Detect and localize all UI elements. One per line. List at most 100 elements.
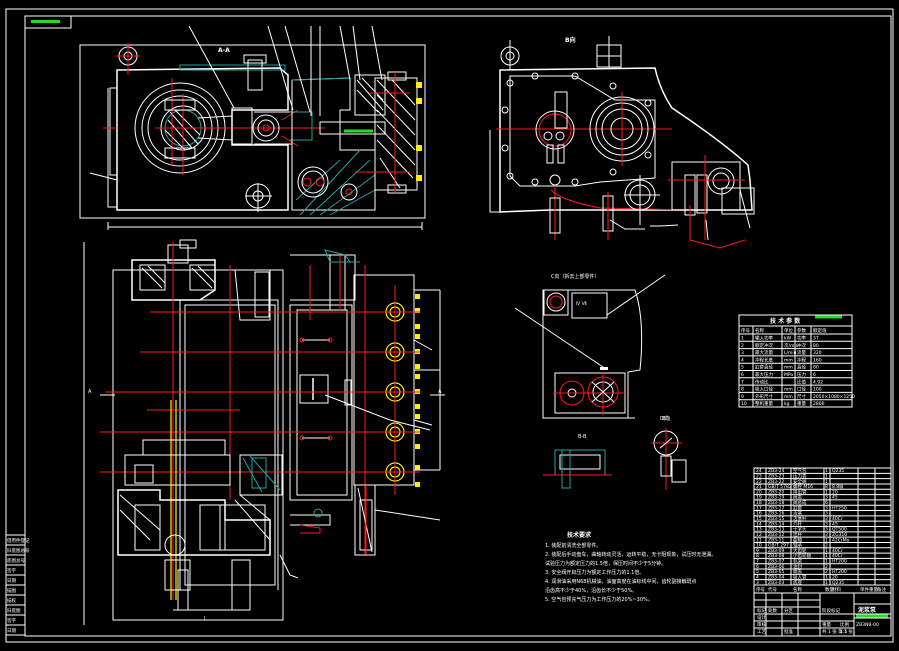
parts-list-cell: ZB3-14 bbox=[768, 521, 785, 527]
tech-requirements: 技术要求 1. 装配前清洗全部零件。2. 装配后手动盘车，曲轴转动灵活，运转平稳… bbox=[545, 531, 716, 603]
parts-list-cell: 油封 bbox=[793, 563, 802, 570]
tech-params-cell: 100 bbox=[813, 387, 822, 393]
parts-list-cell: 20 bbox=[832, 489, 838, 495]
tech-params-header: 名称 bbox=[755, 327, 764, 334]
parts-list-cell: 3 bbox=[825, 532, 828, 538]
parts-list-cell: 6 bbox=[756, 564, 759, 570]
tech-requirement-item: 沿齿高不少于40%，沿齿长不少于50%。 bbox=[545, 587, 637, 594]
title-block-label-design: 设计 bbox=[757, 614, 766, 621]
nameplate-label: Ⅳ Ⅶ bbox=[576, 301, 587, 307]
parts-list-cell: 小齿轮轴 bbox=[793, 552, 811, 559]
tech-params-cell: 传动比 bbox=[755, 378, 769, 385]
parts-list-cell: QT500 bbox=[832, 527, 847, 533]
tech-params-cell: 外形尺寸 bbox=[755, 393, 773, 400]
parts-list-cell: 1 bbox=[825, 553, 828, 559]
parts-list-cell: HT200 bbox=[832, 569, 847, 575]
left-strip-label: 签字 bbox=[7, 567, 16, 574]
parts-list-cell: 12 bbox=[756, 532, 762, 538]
parts-list-cell: 9 bbox=[756, 548, 759, 554]
parts-list-cell: 4 bbox=[756, 574, 759, 580]
parts-list-cell: ZB3-12 bbox=[768, 532, 785, 538]
title-block-scale-value: 1:5 bbox=[840, 629, 847, 635]
tech-params-cell: 80 bbox=[813, 365, 819, 371]
tech-params-cell: 尺寸 bbox=[797, 393, 806, 400]
tech-params-cell: 3 bbox=[741, 350, 744, 356]
parts-list-cell: 8 bbox=[825, 484, 828, 490]
parts-list-cell: 21 bbox=[756, 484, 762, 490]
parts-list-cell: 20 bbox=[832, 574, 838, 580]
view-top-left-section: A-A bbox=[79, 25, 426, 230]
tech-params-header: 单位 bbox=[784, 327, 793, 334]
parts-list-cell: ZB3-06 bbox=[768, 564, 785, 570]
view-label-bb: B-B bbox=[578, 434, 587, 440]
parts-list-cell: Q235 bbox=[832, 468, 844, 474]
parts-list-cell: GB/T 297 bbox=[768, 543, 789, 549]
parts-list-cell: 阀盖 bbox=[793, 494, 802, 501]
left-strip-label: 旧底图 bbox=[7, 607, 21, 614]
tech-params-cell: 5 bbox=[741, 365, 744, 371]
parts-list-cell: ZB3-15 bbox=[768, 516, 785, 522]
parts-list-cell: 活塞 bbox=[793, 510, 802, 517]
parts-list-cell: 2 bbox=[825, 569, 828, 575]
parts-list-cell: 1 bbox=[825, 537, 828, 543]
tech-params-cell: 2050×1080×1250 bbox=[813, 394, 855, 400]
tech-params-cell: 9 bbox=[741, 394, 744, 400]
parts-list-cell: 缸套 bbox=[793, 504, 802, 511]
left-strip-label: 签字 bbox=[7, 617, 16, 624]
parts-list-cell: 吸入管 bbox=[793, 573, 807, 580]
tech-params-cell: 输入功率 bbox=[755, 335, 773, 342]
parts-list-cell: 轴承 bbox=[793, 542, 802, 549]
parts-list-cell: ZB3-04 bbox=[768, 574, 785, 580]
tech-params-cell: kW bbox=[784, 336, 792, 342]
parts-list-cell: HT250 bbox=[832, 505, 847, 511]
parts-list-footer-label: 数量 bbox=[825, 586, 834, 593]
tech-params-cell: 额定冲次 bbox=[755, 342, 773, 349]
view-label-aa: A-A bbox=[218, 47, 230, 54]
parts-list-cell: HT200 bbox=[832, 559, 847, 565]
tech-params-cell: 整机重量 bbox=[755, 400, 773, 407]
left-strip-label: 底图总号 bbox=[7, 557, 25, 564]
tech-requirement-item: 4. 润滑油采用N68机械油，油面高度在油标线中间，齿轮副接触斑点 bbox=[545, 578, 696, 585]
parts-list-cell: 1 bbox=[825, 559, 828, 565]
parts-list-cell: 3 bbox=[825, 511, 828, 517]
parts-list-cell: ZB3-23 bbox=[768, 473, 785, 479]
left-strip-label: 旧底图总号 bbox=[7, 547, 30, 554]
tech-params-cell: 吸入口径 bbox=[755, 386, 773, 393]
parts-list-cell: 端盖 bbox=[793, 568, 802, 575]
tech-params-cell: 2800 bbox=[813, 401, 825, 407]
parts-list-cell: 活塞杆 bbox=[793, 515, 807, 522]
tech-params-cell: 缸套直径 bbox=[755, 364, 773, 371]
parts-list-cell: 机架 bbox=[793, 558, 802, 565]
tech-params-cell: L/min bbox=[784, 350, 797, 356]
parts-list-cell: ZB3-11 bbox=[768, 537, 785, 543]
tech-params-header: 参数 bbox=[797, 327, 806, 334]
parts-list-cell: 底座 bbox=[793, 579, 802, 586]
tech-params-cell: kg bbox=[784, 401, 790, 407]
parts-list-cell: 20 bbox=[756, 489, 762, 495]
view-label-c: C向（拆去上部零件） bbox=[551, 273, 600, 280]
parts-list-cell: 3 bbox=[825, 505, 828, 511]
tech-params-cell: 冲次 bbox=[797, 342, 806, 349]
parts-list-cell: ZB3-18 bbox=[768, 500, 785, 506]
parts-list-cell: 8.8级 bbox=[832, 483, 844, 490]
title-block-label-count: 处数 bbox=[768, 607, 777, 614]
tech-params-cell: 流量 bbox=[797, 349, 806, 356]
tech-params-cell: 次/min bbox=[784, 342, 799, 349]
tech-params-cell: mm bbox=[784, 358, 793, 363]
outer-frame bbox=[5, 8, 894, 643]
parts-list-cell: 2 bbox=[825, 564, 828, 570]
parts-list-cell: 1 bbox=[825, 489, 828, 495]
title-block-sheet: 共 1 张 第 1 张 bbox=[822, 628, 853, 635]
parts-list-cell: 连杆 bbox=[793, 531, 802, 538]
parts-list-cell: ZB3-05 bbox=[768, 569, 785, 575]
parts-list-cell: 安全阀 bbox=[793, 478, 807, 485]
tech-params-cell: MPa bbox=[784, 372, 793, 378]
parts-list-cell: 45 bbox=[832, 521, 838, 527]
tech-requirement-item: 试验压力为额定压力的1.5倍，保压时间不少于5分钟。 bbox=[545, 560, 666, 567]
title-block-label-approve: 批准 bbox=[784, 628, 793, 635]
parts-list-cell: ZB3-22 bbox=[768, 479, 785, 485]
tech-params-cell: 最大流量 bbox=[755, 349, 773, 356]
parts-list-cell: ZB3-19 bbox=[768, 495, 785, 501]
